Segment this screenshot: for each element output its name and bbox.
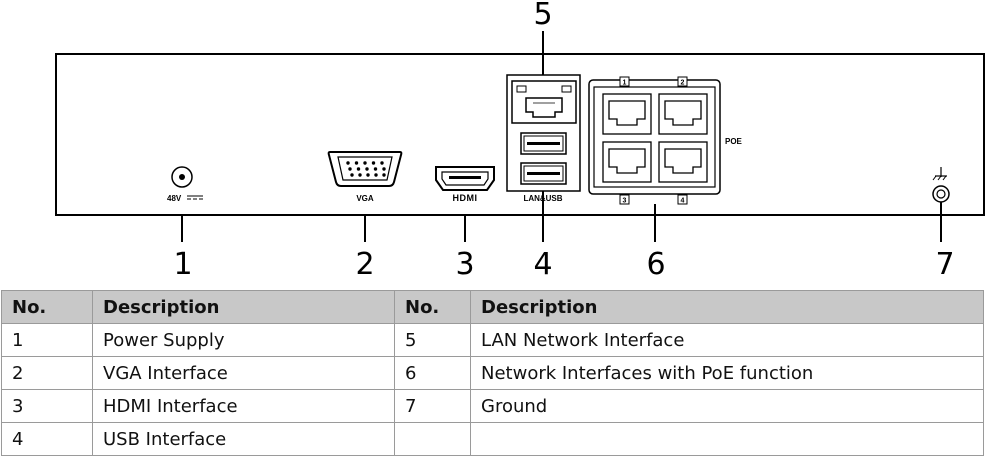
poe-port-4 [658,141,708,183]
callout-3: 3 [455,247,474,282]
poe-label: POE [725,137,743,146]
vga-pin [346,161,350,165]
vga-pin [371,161,376,165]
callout-4: 4 [533,247,552,282]
vga-pin [363,161,367,165]
table-row: 2 VGA Interface 6 Network Interfaces wit… [1,356,984,390]
poe-port-3 [602,141,652,183]
callout-5: 5 [533,0,552,32]
description-table: No. Description No. Description 1 Power … [1,290,984,456]
vga-pin [365,167,369,171]
table-cell: 4 [1,422,93,456]
port-number-2: 2 [681,80,685,87]
header-no-left: No. [1,290,93,324]
table-cell: VGA Interface [92,356,395,390]
table-cell [470,422,984,456]
vga-pin [366,173,370,177]
vga-pin [356,167,361,171]
vga-label: VGA [356,194,374,203]
hdmi-port: HDMI [435,166,495,203]
rear-panel-diagram: 48V VGA HDMI [55,0,985,282]
callout-1: 1 [173,247,192,282]
port-number-1: 1 [623,80,627,87]
poe-port-block: 1 2 3 4 POE [588,76,743,205]
table-cell: LAN Network Interface [470,323,984,357]
vga-pin [382,167,386,171]
vga-pin [374,173,378,177]
table-cell: 2 [1,356,93,390]
table-cell: 6 [394,356,471,390]
dc-symbol-icon [187,195,203,200]
table-cell [394,422,471,456]
table-cell: Ground [470,389,984,423]
vga-pin [382,173,386,177]
usb-port-top [520,132,567,155]
vga-pin [350,173,354,177]
header-description-right: Description [470,290,984,324]
vga-pin [380,161,384,165]
callout-leaders [181,31,942,242]
poe-port-1 [602,93,652,135]
table-header-row: No. Description No. Description [1,290,984,324]
power-label: 48V [167,194,182,203]
ground-symbol-icon [932,167,947,181]
vga-port: VGA [327,151,403,203]
table-row: 4 USB Interface [1,422,984,456]
table-row: 1 Power Supply 5 LAN Network Interface [1,323,984,357]
power-jack: 48V [167,166,203,203]
lan-port [511,80,577,124]
vga-pin [354,161,359,165]
poe-port-2 [658,93,708,135]
table-cell: 5 [394,323,471,357]
table-cell: Network Interfaces with PoE function [470,356,984,390]
callout-6: 6 [646,247,665,282]
header-no-right: No. [394,290,471,324]
callout-7: 7 [935,247,954,282]
header-description-left: Description [92,290,395,324]
table-cell: 7 [394,389,471,423]
table-row: 3 HDMI Interface 7 Ground [1,389,984,423]
vga-pin [348,167,352,171]
hdmi-label: HDMI [453,193,478,203]
usb-port-bottom [520,162,567,185]
table-cell: HDMI Interface [92,389,395,423]
table-cell: 3 [1,389,93,423]
port-number-4: 4 [681,198,685,205]
port-number-3: 3 [623,198,627,205]
table-cell: 1 [1,323,93,357]
vga-pin [373,167,378,171]
table-cell: USB Interface [92,422,395,456]
vga-pin [358,173,362,177]
callout-2: 2 [355,247,374,282]
table-cell: Power Supply [92,323,395,357]
